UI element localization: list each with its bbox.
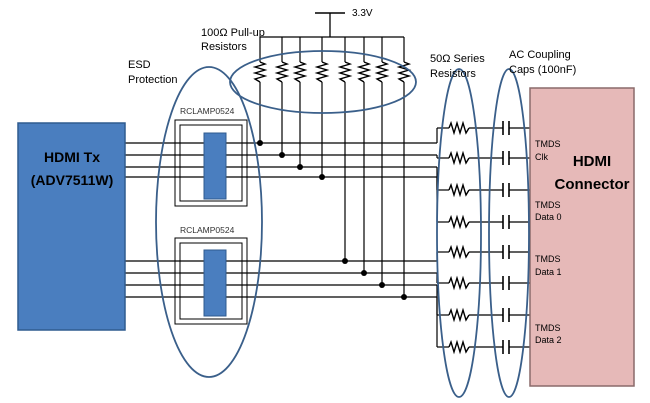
series-resistor	[448, 246, 470, 258]
hdmi-tx-block: HDMI Tx (ADV7511W)	[17, 122, 126, 331]
junction-dot	[257, 140, 263, 146]
series-resistor	[448, 309, 470, 321]
cap-ellipse	[488, 68, 530, 398]
pullup-ellipse	[229, 50, 417, 114]
junction-dots	[257, 140, 407, 300]
pullup-resistor	[358, 61, 370, 83]
series-resistor	[448, 122, 470, 134]
esd-chip-top-label: RCLAMP0524	[180, 106, 235, 116]
pullup-resistor	[316, 61, 328, 83]
esd-label-2: Protection	[128, 74, 178, 86]
junction-dot	[279, 152, 285, 158]
pin-clk-label-2: Clk	[535, 152, 548, 162]
pullup-resistor	[276, 61, 288, 83]
pullup-label-2: Resistors	[201, 41, 247, 53]
junction-dot	[379, 282, 385, 288]
connector-title: HDMI	[573, 153, 611, 170]
esd-chip-top: RCLAMP0524	[174, 106, 248, 207]
pin-data1-label-2: Data 1	[535, 267, 562, 277]
pullup-resistor	[294, 61, 306, 83]
hdmi-tx-title: HDMI Tx	[44, 149, 100, 165]
pullup-label-1: 100Ω Pull-up	[201, 27, 265, 39]
pin-data0-label-1: TMDS	[535, 200, 561, 210]
pin-clk-label-1: TMDS	[535, 139, 561, 149]
series-resistor	[448, 341, 470, 353]
junction-dot	[361, 270, 367, 276]
series-resistor	[448, 184, 470, 196]
series-resistor	[448, 152, 470, 164]
esd-chip-bottom: RCLAMP0524	[174, 225, 248, 325]
series-resistor	[448, 216, 470, 228]
supply-voltage-label: 3.3V	[352, 8, 373, 19]
supply-symbol: 3.3V	[315, 8, 373, 37]
junction-dot	[319, 174, 325, 180]
series-resistor-array	[448, 122, 470, 353]
series-ellipse	[436, 68, 482, 398]
series-resistor	[448, 277, 470, 289]
junction-dot	[401, 294, 407, 300]
pullup-resistor	[254, 61, 266, 83]
pin-data2-label-1: TMDS	[535, 323, 561, 333]
coupling-cap-array	[502, 121, 510, 354]
coupling-label-1: AC Coupling	[509, 49, 571, 61]
coupling-label-2: Caps (100nF)	[509, 64, 576, 76]
series-label-2: Resistors	[430, 68, 476, 80]
pin-data2-label-2: Data 2	[535, 335, 562, 345]
pin-data0-label-2: Data 0	[535, 212, 562, 222]
connector-subtitle: Connector	[555, 176, 630, 193]
hdmi-connector-block: HDMI Connector TMDS Clk TMDS Data 0 TMDS…	[529, 87, 635, 387]
esd-chip-bottom-label: RCLAMP0524	[180, 225, 235, 235]
esd-label-1: ESD	[128, 59, 151, 71]
esd-ellipse	[155, 66, 263, 378]
series-label-1: 50Ω Series	[430, 53, 485, 65]
junction-dot	[297, 164, 303, 170]
junction-dot	[342, 258, 348, 264]
hdmi-tx-part: (ADV7511W)	[31, 172, 113, 188]
pin-data1-label-1: TMDS	[535, 254, 561, 264]
pullup-resistor	[376, 61, 388, 83]
pullup-resistor	[339, 61, 351, 83]
